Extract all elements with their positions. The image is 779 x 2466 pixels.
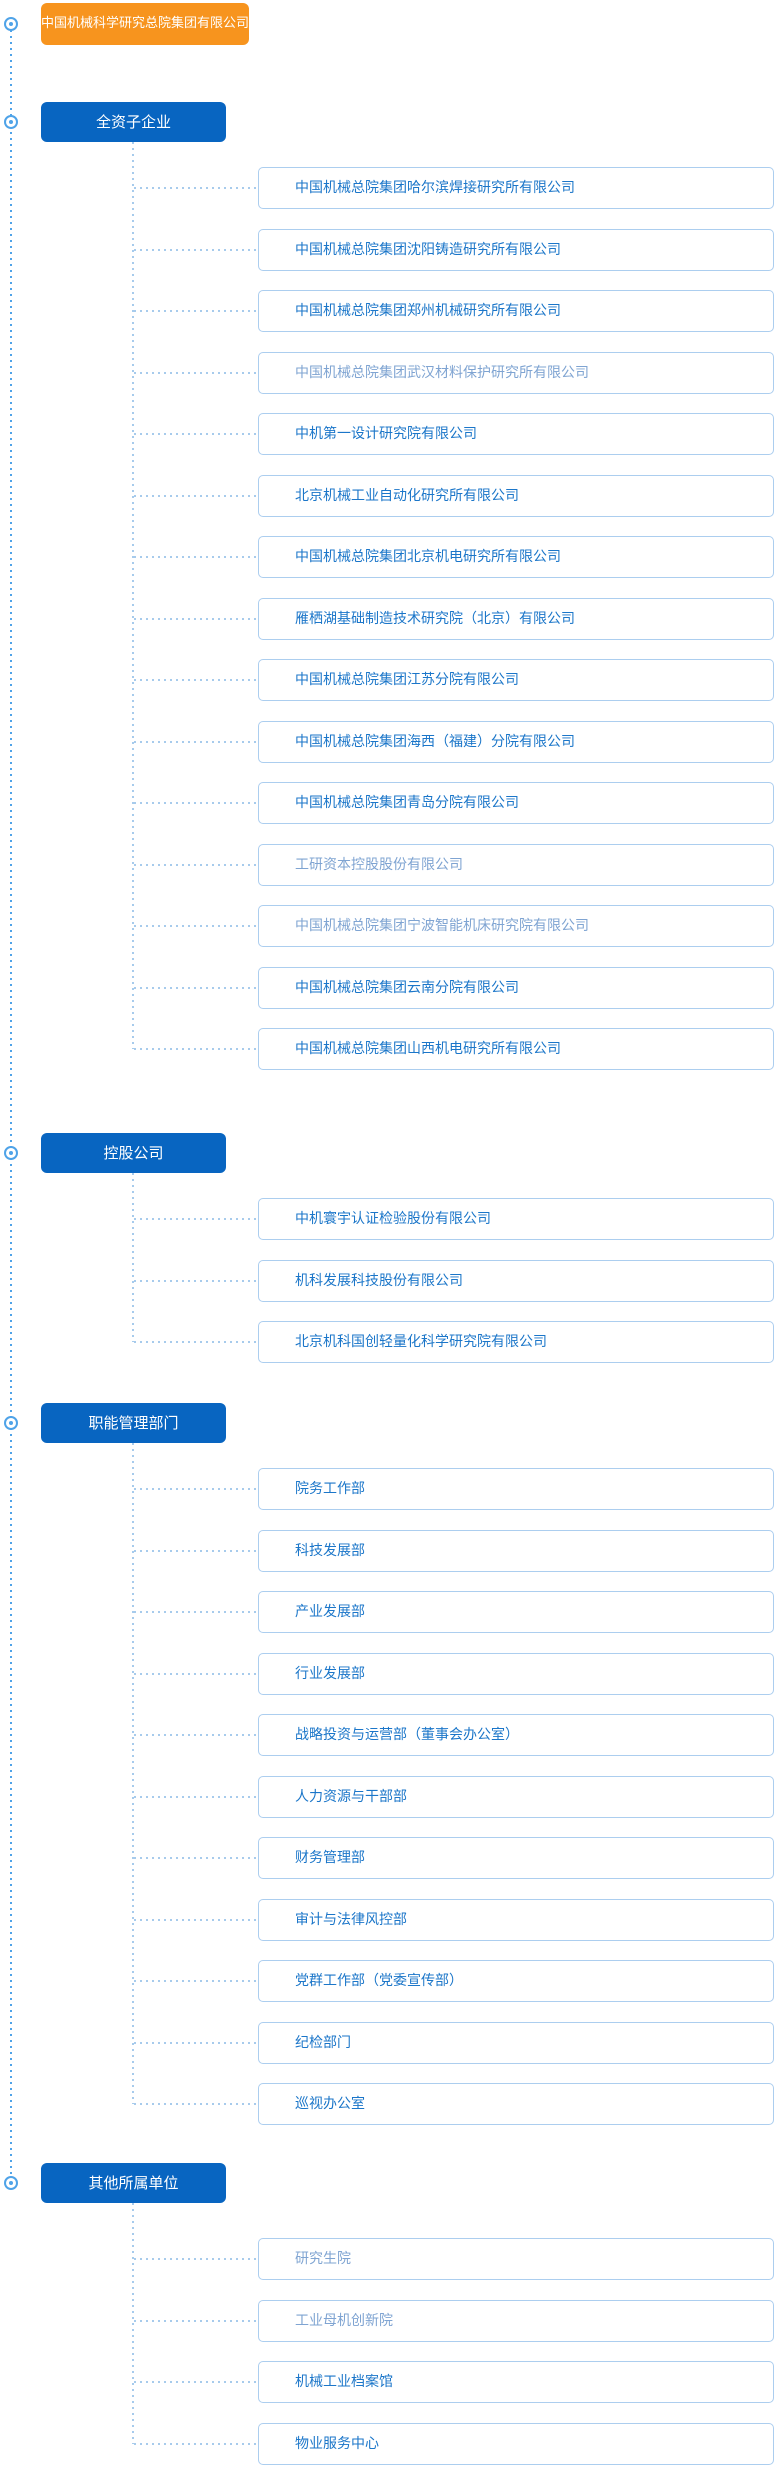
branch-line — [132, 1173, 134, 1342]
root-bullet-icon — [4, 17, 18, 31]
org-item[interactable]: 战略投资与运营部（董事会办公室） — [258, 1714, 774, 1756]
org-item[interactable]: 中国机械总院集团云南分院有限公司 — [258, 967, 774, 1009]
section-bullet-icon — [4, 115, 18, 129]
org-root-title: 中国机械科学研究总院集团有限公司 — [41, 3, 249, 45]
org-item[interactable]: 中国机械总院集团海西（福建）分院有限公司 — [258, 721, 774, 763]
org-item[interactable]: 院务工作部 — [258, 1468, 774, 1510]
item-connector-line — [134, 1796, 258, 1798]
org-item[interactable]: 中国机械总院集团郑州机械研究所有限公司 — [258, 290, 774, 332]
item-connector-line — [134, 1734, 258, 1736]
org-item[interactable]: 物业服务中心 — [258, 2423, 774, 2465]
branch-line — [132, 2203, 134, 2444]
section-header-0[interactable]: 全资子企业 — [41, 102, 226, 142]
item-connector-line — [134, 864, 258, 866]
org-item[interactable]: 机科发展科技股份有限公司 — [258, 1260, 774, 1302]
item-connector-line — [134, 1488, 258, 1490]
org-item[interactable]: 研究生院 — [258, 2238, 774, 2280]
section-header-2[interactable]: 职能管理部门 — [41, 1403, 226, 1443]
item-connector-line — [134, 1611, 258, 1613]
org-item[interactable]: 中国机械总院集团北京机电研究所有限公司 — [258, 536, 774, 578]
org-item[interactable]: 中国机械总院集团武汉材料保护研究所有限公司 — [258, 352, 774, 394]
main-spine-line — [10, 24, 12, 2183]
org-item[interactable]: 产业发展部 — [258, 1591, 774, 1633]
item-connector-line — [134, 2320, 258, 2322]
item-connector-line — [134, 495, 258, 497]
org-item[interactable]: 北京机械工业自动化研究所有限公司 — [258, 475, 774, 517]
item-connector-line — [134, 1857, 258, 1859]
item-connector-line — [134, 2381, 258, 2383]
item-connector-line — [134, 2443, 258, 2445]
org-item[interactable]: 纪检部门 — [258, 2022, 774, 2064]
item-connector-line — [134, 1673, 258, 1675]
org-item[interactable]: 中机寰宇认证检验股份有限公司 — [258, 1198, 774, 1240]
org-item[interactable]: 雁栖湖基础制造技术研究院（北京）有限公司 — [258, 598, 774, 640]
item-connector-line — [134, 1980, 258, 1982]
item-connector-line — [134, 249, 258, 251]
item-connector-line — [134, 741, 258, 743]
item-connector-line — [134, 1280, 258, 1282]
org-item[interactable]: 北京机科国创轻量化科学研究院有限公司 — [258, 1321, 774, 1363]
item-connector-line — [134, 433, 258, 435]
org-item[interactable]: 中国机械总院集团青岛分院有限公司 — [258, 782, 774, 824]
org-item[interactable]: 财务管理部 — [258, 1837, 774, 1879]
item-connector-line — [134, 802, 258, 804]
org-item[interactable]: 行业发展部 — [258, 1653, 774, 1695]
org-item[interactable]: 工业母机创新院 — [258, 2300, 774, 2342]
org-item[interactable]: 工研资本控股股份有限公司 — [258, 844, 774, 886]
org-item[interactable]: 机械工业档案馆 — [258, 2361, 774, 2403]
branch-line — [132, 1443, 134, 2104]
item-connector-line — [134, 2042, 258, 2044]
item-connector-line — [134, 679, 258, 681]
section-bullet-icon — [4, 1146, 18, 1160]
item-connector-line — [134, 2103, 258, 2105]
org-item[interactable]: 中机第一设计研究院有限公司 — [258, 413, 774, 455]
item-connector-line — [134, 1218, 258, 1220]
org-item[interactable]: 中国机械总院集团江苏分院有限公司 — [258, 659, 774, 701]
item-connector-line — [134, 372, 258, 374]
item-connector-line — [134, 187, 258, 189]
section-header-3[interactable]: 其他所属单位 — [41, 2163, 226, 2203]
section-header-1[interactable]: 控股公司 — [41, 1133, 226, 1173]
org-item[interactable]: 党群工作部（党委宣传部） — [258, 1960, 774, 2002]
org-item[interactable]: 中国机械总院集团宁波智能机床研究院有限公司 — [258, 905, 774, 947]
section-bullet-icon — [4, 2176, 18, 2190]
org-item[interactable]: 人力资源与干部部 — [258, 1776, 774, 1818]
item-connector-line — [134, 925, 258, 927]
org-item[interactable]: 科技发展部 — [258, 1530, 774, 1572]
item-connector-line — [134, 2258, 258, 2260]
item-connector-line — [134, 310, 258, 312]
org-item[interactable]: 巡视办公室 — [258, 2083, 774, 2125]
item-connector-line — [134, 1341, 258, 1343]
item-connector-line — [134, 556, 258, 558]
org-item[interactable]: 审计与法律风控部 — [258, 1899, 774, 1941]
item-connector-line — [134, 1048, 258, 1050]
item-connector-line — [134, 1550, 258, 1552]
item-connector-line — [134, 1919, 258, 1921]
branch-line — [132, 142, 134, 1049]
section-bullet-icon — [4, 1416, 18, 1430]
org-item[interactable]: 中国机械总院集团山西机电研究所有限公司 — [258, 1028, 774, 1070]
org-item[interactable]: 中国机械总院集团哈尔滨焊接研究所有限公司 — [258, 167, 774, 209]
org-item[interactable]: 中国机械总院集团沈阳铸造研究所有限公司 — [258, 229, 774, 271]
item-connector-line — [134, 987, 258, 989]
item-connector-line — [134, 618, 258, 620]
